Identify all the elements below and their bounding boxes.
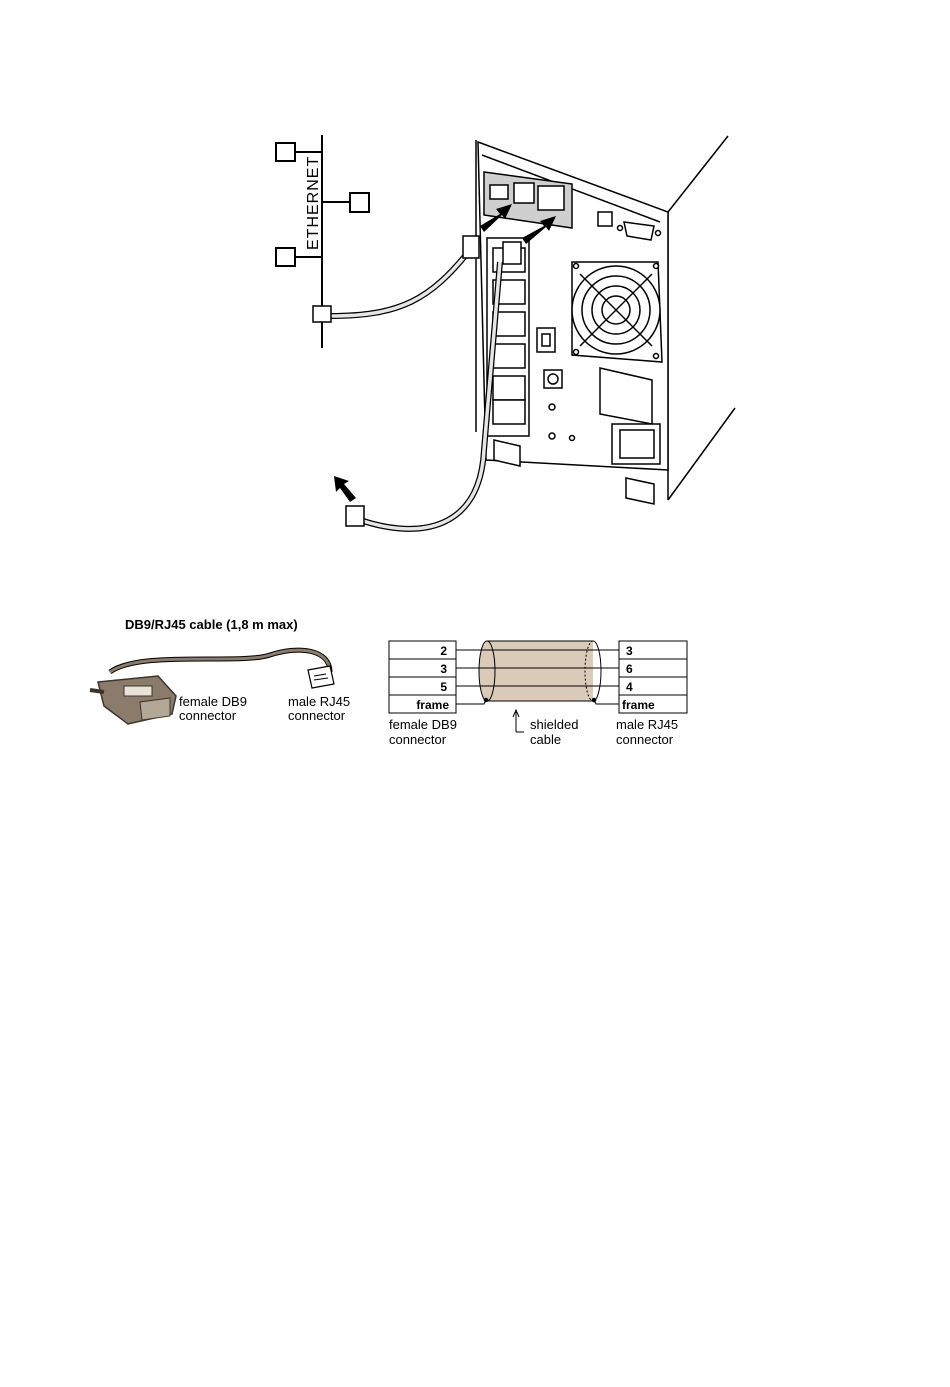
rj45-pin-4: frame (622, 698, 655, 712)
db9-photo-label-line1: female DB9 (179, 694, 247, 709)
db9-pin-1: 2 (440, 644, 447, 658)
rj45-pin-2: 6 (626, 662, 633, 676)
db9-connector-photo (90, 676, 176, 724)
rj45-caption-line2: connector (616, 732, 674, 747)
rj45-caption-line1: male RJ45 (616, 717, 678, 732)
db9-pin-3: 5 (440, 680, 447, 694)
db9-photo-label-line2: connector (179, 708, 237, 723)
shield-caption-line1: shielded (530, 717, 578, 732)
db9-caption-line1: female DB9 (389, 717, 457, 732)
rj45-pin-1: 3 (626, 644, 633, 658)
db9-pin-2: 3 (440, 662, 447, 676)
ups-cabinet (476, 136, 735, 504)
shield-caption-line2: cable (530, 732, 561, 747)
shield-pointer (513, 710, 524, 732)
ethernet-label: ETHERNET (305, 156, 322, 250)
network-cable (313, 236, 479, 322)
rj45-photo-label-line1: male RJ45 (288, 694, 350, 709)
cable-title: DB9/RJ45 cable (1,8 m max) (125, 617, 298, 632)
rj45-pin-3: 4 (626, 680, 633, 694)
db9-caption-line2: connector (389, 732, 447, 747)
rj45-connector-photo (308, 666, 334, 688)
db9-pin-4: frame (416, 698, 449, 712)
rj45-photo-label-line2: connector (288, 708, 346, 723)
